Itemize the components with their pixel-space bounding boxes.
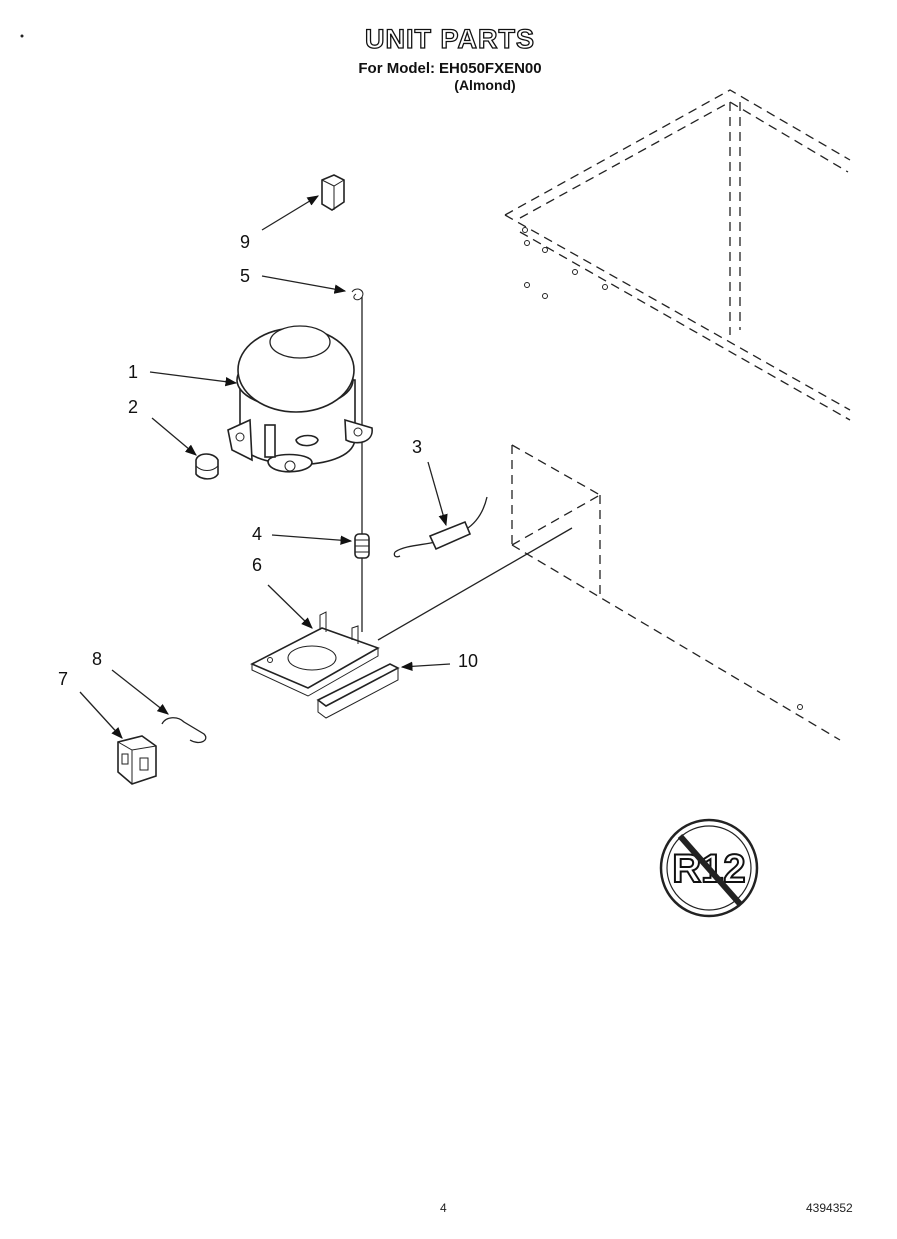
part-4-grommet-stack bbox=[354, 533, 370, 559]
leader-10 bbox=[400, 661, 451, 672]
page-title: UNIT PARTS bbox=[364, 23, 535, 54]
part-6-base-plate bbox=[250, 611, 380, 697]
mount-line bbox=[377, 527, 573, 641]
leader-7 bbox=[79, 691, 123, 739]
model-number: EH050FXEN00 bbox=[439, 60, 542, 77]
leader-5 bbox=[261, 275, 347, 294]
callout-5: 5 bbox=[240, 266, 251, 286]
leader-9 bbox=[261, 195, 320, 231]
part-3-drier bbox=[393, 496, 488, 558]
leader-8 bbox=[111, 669, 169, 715]
part-5-clip bbox=[351, 288, 364, 301]
no-r12-badge: R12 bbox=[659, 818, 759, 918]
leader-6 bbox=[267, 584, 313, 629]
model-line: For Model:EH050FXEN00 bbox=[300, 60, 600, 77]
document-number: 4394352 bbox=[806, 1201, 853, 1215]
cabinet-outline bbox=[504, 89, 851, 741]
part-8-clip bbox=[161, 717, 207, 744]
leader-1 bbox=[149, 371, 238, 387]
part-10-bracket bbox=[316, 663, 400, 719]
page-number: 4 bbox=[440, 1201, 447, 1215]
callout-10: 10 bbox=[458, 651, 479, 671]
part-2-grommet bbox=[195, 453, 219, 480]
callout-2: 2 bbox=[128, 397, 139, 417]
leader-3 bbox=[427, 461, 448, 527]
leader-4 bbox=[271, 534, 353, 545]
callout-3: 3 bbox=[412, 437, 423, 457]
model-label: For Model: bbox=[358, 60, 436, 77]
leader-2 bbox=[151, 417, 197, 456]
callout-4: 4 bbox=[252, 524, 263, 544]
callout-6: 6 bbox=[252, 555, 263, 575]
corner-mark bbox=[20, 34, 24, 38]
callout-1: 1 bbox=[128, 362, 139, 382]
callout-7: 7 bbox=[58, 669, 69, 689]
part-9-connector bbox=[321, 174, 345, 211]
callout-8: 8 bbox=[92, 649, 103, 669]
part-1-compressor bbox=[227, 325, 373, 473]
part-7-terminal-cover bbox=[117, 735, 157, 785]
callout-9: 9 bbox=[240, 232, 251, 252]
model-variant: (Almond) bbox=[454, 77, 516, 93]
